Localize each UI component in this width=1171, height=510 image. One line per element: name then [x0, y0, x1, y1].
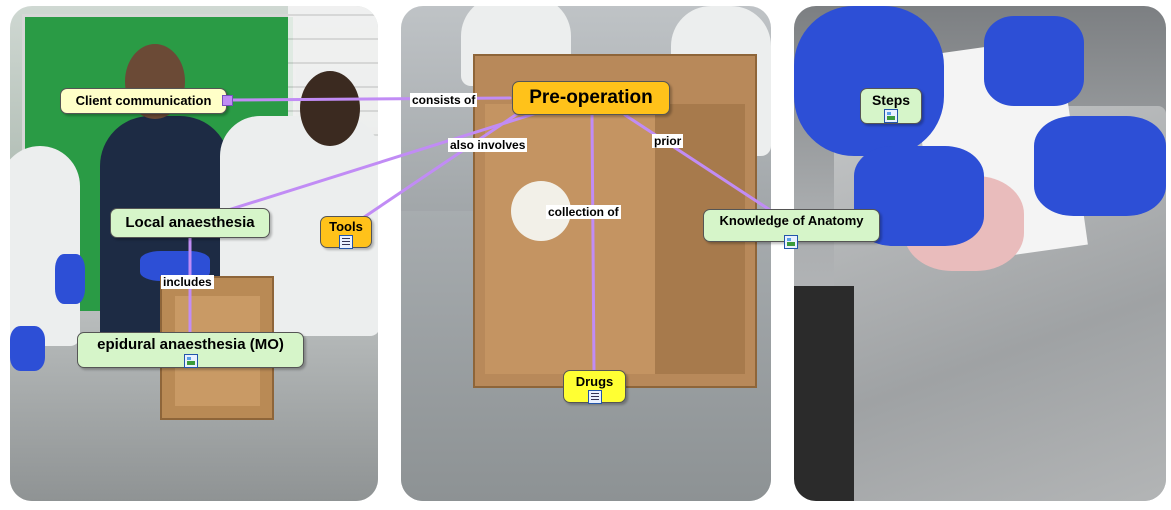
link-label-consists-of: consists of [410, 93, 477, 107]
node-label: Local anaesthesia [111, 209, 269, 237]
node-label: Knowledge of Anatomy [704, 213, 879, 228]
link-label-collection-of: collection of [546, 205, 621, 219]
node-label: Drugs [564, 374, 625, 389]
link-anchor [222, 95, 233, 106]
link-label-includes: includes [161, 275, 214, 289]
document-icon[interactable] [339, 235, 353, 249]
link-label-also-involves: also involves [448, 138, 527, 152]
image-icon[interactable] [184, 354, 198, 368]
node-label: Steps [861, 92, 921, 108]
node-tools[interactable]: Tools [320, 216, 372, 248]
node-label: Tools [321, 219, 371, 234]
document-icon[interactable] [588, 390, 602, 404]
node-epidural-anaesthesia[interactable]: epidural anaesthesia (MO) [77, 332, 304, 368]
link-label-prior: prior [652, 134, 683, 148]
link-collection-of [592, 115, 594, 372]
node-client-communication[interactable]: Client communication [60, 88, 227, 114]
image-icon[interactable] [884, 109, 898, 123]
node-drugs[interactable]: Drugs [563, 370, 626, 403]
node-pre-operation[interactable]: Pre-operation [512, 81, 670, 115]
node-label: Pre-operation [513, 82, 669, 114]
node-local-anaesthesia[interactable]: Local anaesthesia [110, 208, 270, 238]
image-icon[interactable] [784, 235, 798, 249]
node-label: Client communication [61, 89, 226, 113]
node-label: epidural anaesthesia (MO) [78, 336, 303, 353]
node-knowledge-of-anatomy[interactable]: Knowledge of Anatomy [703, 209, 880, 242]
link-also-involves [345, 112, 520, 230]
link-prior [625, 115, 770, 210]
node-steps[interactable]: Steps [860, 88, 922, 124]
link-local-anaesthesia [190, 112, 540, 222]
